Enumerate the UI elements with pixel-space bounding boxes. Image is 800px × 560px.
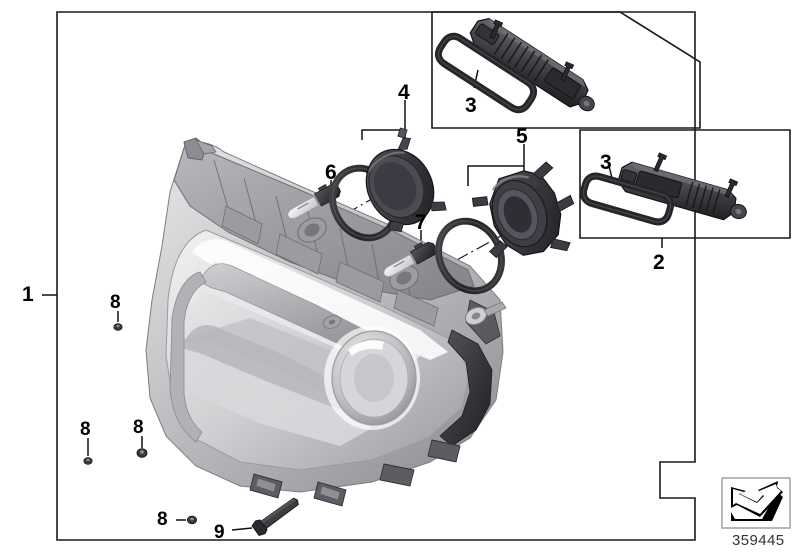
projector-lens <box>324 326 420 430</box>
o-ring-lower <box>435 217 505 295</box>
callout-7-bulb-lower: 7 <box>415 211 427 234</box>
leader-5-bracket <box>467 144 525 186</box>
callout-8-nut-b: 8 <box>133 417 144 438</box>
nut-b <box>136 448 148 458</box>
callout-9-bolt: 9 <box>214 522 225 543</box>
leader-9 <box>231 527 253 531</box>
gasket-upper <box>434 32 538 114</box>
bulb-lower <box>383 241 437 277</box>
cover-cap-round <box>471 161 575 259</box>
frame-right-box <box>579 129 791 239</box>
callout-3-gasket-lower: 3 <box>600 151 612 174</box>
callout-6-bulb-upper: 6 <box>325 161 337 184</box>
nut-a <box>113 323 123 331</box>
callout-2-control-unit-group: 2 <box>653 251 665 274</box>
callout-3-gasket-upper: 3 <box>465 94 477 117</box>
callout-8-nut-a: 8 <box>110 292 121 313</box>
callout-8-nut-c: 8 <box>80 419 91 440</box>
adjuster-boss <box>464 301 507 326</box>
bolt <box>251 497 299 537</box>
screw-lower-a <box>653 152 668 173</box>
screw-lower-b <box>724 178 739 199</box>
leader-4-bracket <box>361 100 406 140</box>
frame-main-assembly <box>56 11 696 541</box>
screw-upper-a <box>489 19 504 40</box>
gasket-lower <box>579 172 675 226</box>
nut-c <box>83 457 93 465</box>
callout-4-cover-cap-oval: 4 <box>398 81 410 104</box>
control-unit-upper <box>469 18 595 112</box>
callout-5-cover-cap-round: 5 <box>516 125 528 148</box>
frame-upper-right-box <box>431 11 701 129</box>
nut-d <box>186 515 197 525</box>
callout-8-nut-d: 8 <box>157 509 168 530</box>
brand-logo-box <box>721 477 791 529</box>
headlight-housing <box>145 137 507 507</box>
leader-3-lower <box>607 161 613 179</box>
screw-upper-b <box>560 61 575 82</box>
diagram-part-number: 359445 <box>732 532 785 549</box>
callout-1-headlight-assembly: 1 <box>22 283 34 306</box>
cover-cap-oval <box>365 127 447 233</box>
bulb-sockets <box>297 217 419 291</box>
